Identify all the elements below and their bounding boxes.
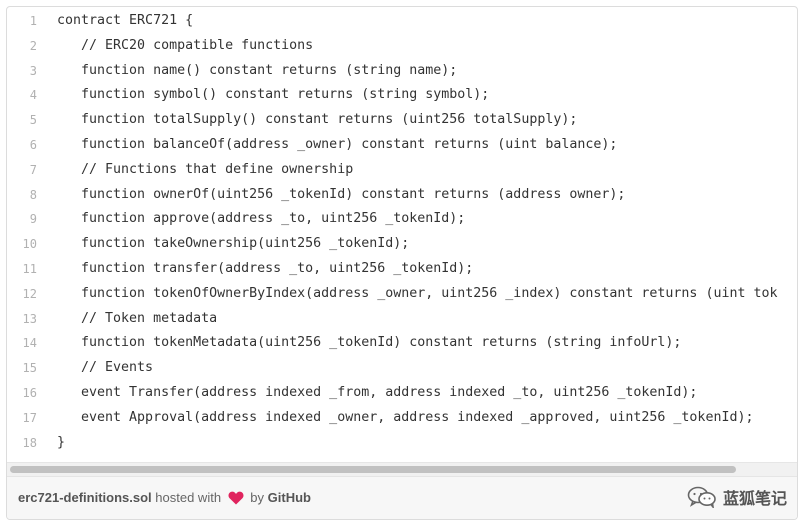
code-text: function takeOwnership(uint256 _tokenId)… bbox=[57, 236, 410, 252]
code-line: 18} bbox=[7, 431, 797, 456]
horizontal-scrollbar[interactable] bbox=[7, 462, 797, 476]
code-text: // Token metadata bbox=[57, 310, 218, 326]
code-line: 5 function totalSupply() constant return… bbox=[7, 108, 797, 133]
gist-meta: erc721-definitions.sol hosted with by Gi… bbox=[18, 490, 311, 508]
gist-footer: erc721-definitions.sol hosted with by Gi… bbox=[7, 476, 797, 519]
code-text: function tokenMetadata(uint256 _tokenId)… bbox=[57, 335, 682, 351]
code-line: 6 function balanceOf(address _owner) con… bbox=[7, 133, 797, 158]
code-text: function approve(address _to, uint256 _t… bbox=[57, 211, 466, 227]
code-line: 9 function approve(address _to, uint256 … bbox=[7, 207, 797, 232]
code-line: 7 // Functions that define ownership bbox=[7, 158, 797, 183]
line-number: 5 bbox=[29, 113, 37, 128]
watermark-text: 蓝狐笔记 bbox=[722, 491, 787, 508]
line-number: 7 bbox=[29, 162, 37, 177]
code-text: function symbol() constant returns (stri… bbox=[57, 87, 490, 103]
line-number: 16 bbox=[22, 385, 37, 400]
code-line: 17 event Approval(address indexed _owner… bbox=[7, 406, 797, 431]
line-number: 4 bbox=[29, 88, 37, 103]
code-line: 4 function symbol() constant returns (st… bbox=[7, 83, 797, 108]
code-line: 12 function tokenOfOwnerByIndex(address … bbox=[7, 282, 797, 307]
gist-embed: 1 contract ERC721 { 2 // ERC20 compatible … bbox=[6, 6, 798, 520]
code-text: function ownerOf(uint256 _tokenId) const… bbox=[57, 186, 626, 202]
code-line: 1 contract ERC721 { bbox=[7, 9, 797, 34]
github-link[interactable]: GitHub bbox=[267, 490, 311, 505]
code-line: 10 function takeOwnership(uint256 _token… bbox=[7, 232, 797, 257]
code-line: 14 function tokenMetadata(uint256 _token… bbox=[7, 331, 797, 356]
line-number: 10 bbox=[22, 237, 37, 252]
wechat-icon bbox=[687, 486, 717, 508]
line-number: 17 bbox=[22, 410, 37, 425]
code-line: 15 // Events bbox=[7, 356, 797, 381]
code-text: function name() constant returns (string… bbox=[57, 62, 458, 78]
code-text: function balanceOf(address _owner) const… bbox=[57, 136, 618, 152]
code-text: // Events bbox=[57, 360, 154, 376]
line-number: 15 bbox=[22, 361, 37, 376]
filename-link[interactable]: erc721-definitions.sol bbox=[18, 490, 152, 505]
heart-icon bbox=[228, 491, 244, 508]
code-line: 3 function name() constant returns (stri… bbox=[7, 59, 797, 84]
line-number: 1 bbox=[29, 14, 37, 28]
scrollbar-thumb[interactable] bbox=[10, 466, 736, 473]
line-number: 2 bbox=[29, 38, 37, 53]
code-viewer: 1 contract ERC721 { 2 // ERC20 compatible … bbox=[7, 9, 797, 463]
code-line: 16 event Transfer(address indexed _from,… bbox=[7, 381, 797, 406]
line-number: 8 bbox=[29, 187, 37, 202]
line-number: 18 bbox=[22, 435, 37, 450]
code-text: function transfer(address _to, uint256 _… bbox=[57, 260, 474, 276]
code-line: 2 // ERC20 compatible functions bbox=[7, 34, 797, 59]
code-line: 8 function ownerOf(uint256 _tokenId) con… bbox=[7, 183, 797, 208]
code-text: function tokenOfOwnerByIndex(address _ow… bbox=[57, 285, 778, 301]
hosted-with-text: hosted with bbox=[155, 490, 222, 505]
code-text: // ERC20 compatible functions bbox=[57, 37, 314, 53]
line-number: 11 bbox=[22, 261, 37, 276]
line-number: 6 bbox=[29, 137, 37, 152]
line-number: 9 bbox=[29, 212, 37, 227]
code-text: contract ERC721 { bbox=[57, 13, 194, 28]
line-number: 13 bbox=[22, 311, 37, 326]
code-text: function totalSupply() constant returns … bbox=[57, 112, 578, 128]
by-text: by bbox=[250, 490, 265, 505]
line-number: 14 bbox=[22, 336, 37, 351]
line-number: 3 bbox=[29, 63, 37, 78]
line-number: 12 bbox=[22, 286, 37, 301]
code-text: event Transfer(address indexed _from, ad… bbox=[57, 384, 698, 400]
watermark: 蓝狐笔记 bbox=[687, 485, 787, 509]
code-text: // Functions that define ownership bbox=[57, 161, 354, 177]
code-text: event Approval(address indexed _owner, a… bbox=[57, 409, 754, 425]
code-text: } bbox=[57, 434, 66, 450]
code-line: 13 // Token metadata bbox=[7, 307, 797, 332]
code-line: 11 function transfer(address _to, uint25… bbox=[7, 257, 797, 282]
